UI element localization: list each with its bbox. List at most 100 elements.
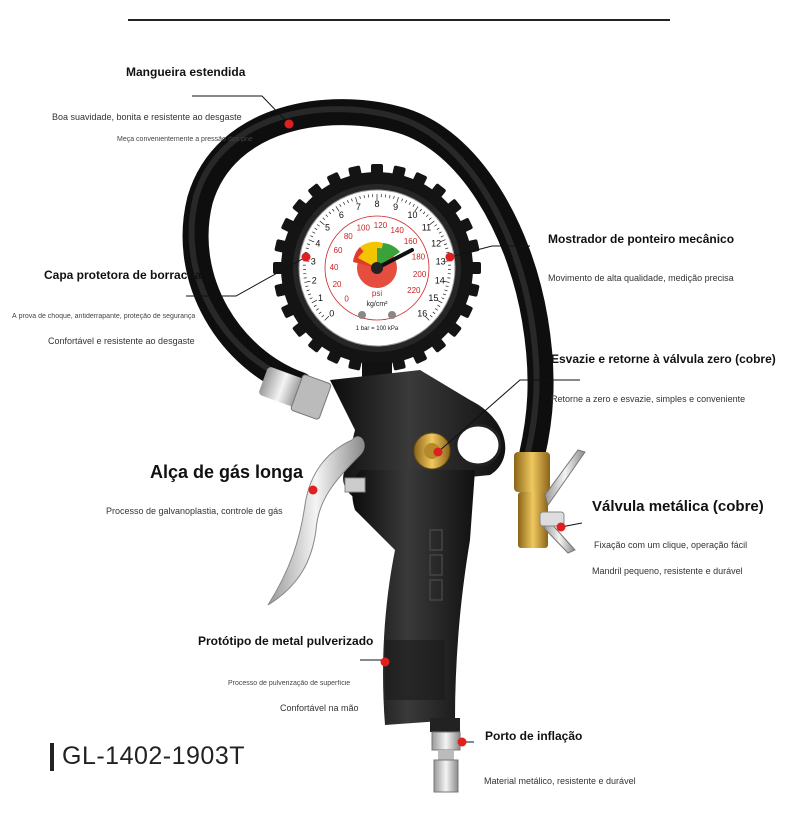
gauge-outer-label: 13 <box>436 257 446 267</box>
body-title: Protótipo de metal pulverizado <box>198 634 374 648</box>
marker-metal-valve <box>556 522 566 532</box>
hose-sub1: Boa suavidade, bonita e resistente ao de… <box>52 112 242 122</box>
gauge-tick <box>428 217 432 221</box>
gauge-inner-label: 20 <box>333 280 342 289</box>
leader-lines <box>186 95 583 743</box>
inflation-port <box>430 718 461 793</box>
gauge-outer-label: 5 <box>325 222 330 232</box>
gauge-tick <box>307 293 312 296</box>
gauge-tick <box>322 217 326 221</box>
gauge-outer-label: 9 <box>393 202 398 212</box>
gauge-inner-label: 180 <box>412 252 426 261</box>
gauge-tick <box>419 208 422 212</box>
model-bar <box>50 742 54 771</box>
metal-valve <box>514 449 586 554</box>
gauge-tick <box>412 203 415 207</box>
model-number: GL-1402-1903T <box>50 742 245 771</box>
gauge-outer-label: 2 <box>312 275 317 285</box>
marker-cover <box>301 252 311 262</box>
handle-sub: Processo de galvanoplastia, controle de … <box>106 506 283 516</box>
gauge-outer-label: 11 <box>422 222 431 232</box>
metal-valve-title: Válvula metálica (cobre) <box>592 498 764 515</box>
gauge-outer-label: 1 <box>318 293 323 303</box>
metal-valve-sub2: Mandril pequeno, resistente e durável <box>592 566 743 576</box>
svg-text:1 bar = 100 kPa: 1 bar = 100 kPa <box>356 326 399 332</box>
gauge-tick <box>437 304 441 307</box>
gauge-tick <box>324 315 330 321</box>
gauge-tick <box>445 285 449 288</box>
gauge-tick <box>359 195 361 200</box>
gauge-tick <box>313 304 317 307</box>
gauge-outer-label: 6 <box>339 210 344 220</box>
hose-ferrule <box>259 367 332 420</box>
gauge-tick <box>318 311 322 315</box>
gauge-tick <box>435 308 438 311</box>
gauge-tick <box>389 195 391 199</box>
hose-title: Mangueira estendida <box>126 65 246 79</box>
gauge-tick <box>429 220 435 226</box>
gauge-tick <box>422 211 426 215</box>
gauge-tick <box>321 314 325 318</box>
marker-body <box>380 657 390 667</box>
port-title: Porto de inflação <box>485 729 583 743</box>
gauge-inner-ring <box>324 215 430 321</box>
svg-text:psi: psi <box>372 289 382 298</box>
hose-sub2: Meça convenientemente a pressão dos pneu… <box>117 136 253 143</box>
gauge-tick <box>442 293 447 296</box>
trigger-lever <box>267 436 366 606</box>
gauge-tick <box>363 195 365 199</box>
marker-handle <box>308 485 318 495</box>
gauge-outer-label: 15 <box>428 293 438 303</box>
port-sub: Material metálico, resistente e durável <box>484 776 636 786</box>
gauge-tick <box>312 231 316 234</box>
gauge-tick <box>443 280 450 283</box>
gauge-tick <box>311 299 318 304</box>
gauge-tick <box>314 227 318 231</box>
gauge-tick <box>444 289 448 292</box>
gauge-inner-label: 220 <box>407 286 421 295</box>
gauge-tick <box>429 314 433 318</box>
top-divider <box>128 19 670 21</box>
gauge-inner-label: 0 <box>344 294 349 303</box>
cover-sub2: Confortável e resistente ao desgaste <box>48 336 195 346</box>
gauge-tick <box>316 308 319 311</box>
gauge-tick <box>339 203 342 207</box>
gauge-inner-label: 100 <box>357 223 371 232</box>
gauge-tick <box>414 206 419 212</box>
gauge-tick <box>306 243 311 246</box>
gauge-sub: Movimento de alta qualidade, medição pre… <box>548 273 734 283</box>
gauge-inner-label: 140 <box>390 226 404 235</box>
metal-valve-sub1: Fixação com um clique, operação fácil <box>594 540 748 550</box>
gauge-tick <box>439 239 446 243</box>
gauge-tick <box>401 198 403 202</box>
handle-title: Alça de gás longa <box>150 462 304 482</box>
gauge-inner-label: 200 <box>413 270 427 279</box>
gauge-tick <box>305 247 309 250</box>
gauge-tick <box>425 214 429 218</box>
gun-body <box>330 370 506 725</box>
gauge-inner-label: 160 <box>404 237 418 246</box>
valve-title: Esvazie e retorne à válvula zero (cobre) <box>551 352 776 366</box>
gauge-outer-label: 3 <box>311 257 316 267</box>
gauge-tick <box>319 220 325 226</box>
gauge-tick <box>304 280 311 283</box>
valve-sub: Retorne a zero e esvazie, simples e conv… <box>551 394 746 404</box>
cover-title: Capa protetora de borracha <box>44 268 202 282</box>
markers <box>284 119 566 747</box>
gauge-tick <box>440 235 444 238</box>
gauge-tick <box>424 315 430 321</box>
gauge-tick <box>393 195 395 200</box>
gauge-tick <box>335 206 340 212</box>
cover-sub1: À prova de choque, antiderrapante, prote… <box>12 313 196 320</box>
gauge-inner-label: 80 <box>344 232 353 241</box>
marker-zero-valve <box>433 447 443 457</box>
gauge-inner-label: 40 <box>330 263 339 272</box>
gauge-title: Mostrador de ponteiro mecânico <box>548 232 735 246</box>
gauge-tick <box>432 311 436 315</box>
gauge-tick <box>405 200 407 204</box>
gauge-tick <box>445 247 449 250</box>
gauge-tick <box>316 224 320 227</box>
gauge-outer-label: 4 <box>315 239 320 249</box>
marker-port <box>457 737 467 747</box>
